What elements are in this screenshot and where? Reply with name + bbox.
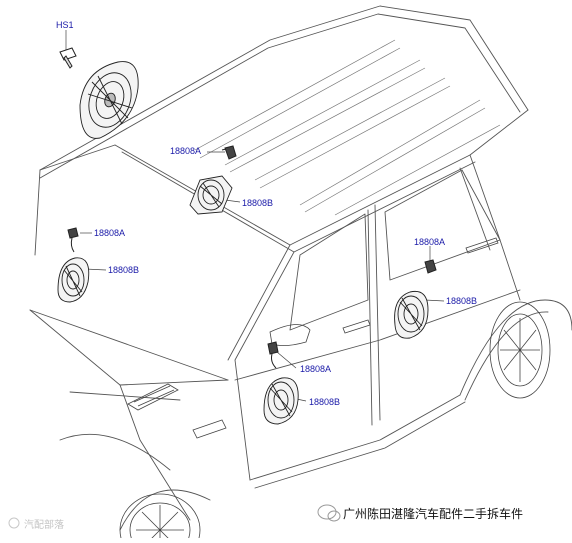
callout-18808b-front-door: 18808B (309, 397, 341, 407)
fender-vent (192, 419, 227, 439)
callout-18808a-roof: 18808A (170, 146, 202, 156)
connector-a2 (67, 227, 79, 253)
body-details (127, 237, 499, 439)
front-wheel (119, 493, 201, 543)
hood-vent (127, 383, 179, 411)
callout-18808b-roof: 18808B (242, 198, 274, 208)
watermark-bottom-right: 广州陈田湛隆汽车配件二手拆车件 (343, 507, 524, 521)
speaker-b1 (189, 175, 233, 215)
bottom-left-logo-icon (8, 517, 20, 529)
rear-door-handle (465, 237, 499, 254)
leader-lines (65, 30, 445, 402)
callout-18808a-front-door: 18808A (300, 364, 332, 374)
speaker-b2 (57, 257, 90, 303)
roof-rails (194, 39, 501, 216)
callout-18808b-left: 18808B (108, 265, 140, 275)
connector-a4 (267, 341, 279, 369)
mirror (269, 324, 311, 346)
callout-18808a-rear-door: 18808A (414, 237, 446, 247)
speaker-b4 (263, 377, 299, 425)
connector-a1 (221, 145, 237, 160)
watermark-bottom-left: 汽配部落 (24, 520, 64, 531)
connector-a3 (424, 259, 437, 274)
vehicle-body (29, 5, 572, 531)
watermark-logo-icon (317, 504, 341, 522)
rear-wheel (489, 301, 551, 399)
callout-hs1: HS1 (56, 20, 74, 30)
callout-18808a-left: 18808A (94, 228, 126, 238)
callout-18808b-rear-door: 18808B (446, 296, 478, 306)
hs1-fastener (59, 47, 77, 69)
speaker-b3 (394, 290, 429, 339)
speaker-top-left (79, 61, 139, 139)
front-door-handle (342, 319, 371, 334)
